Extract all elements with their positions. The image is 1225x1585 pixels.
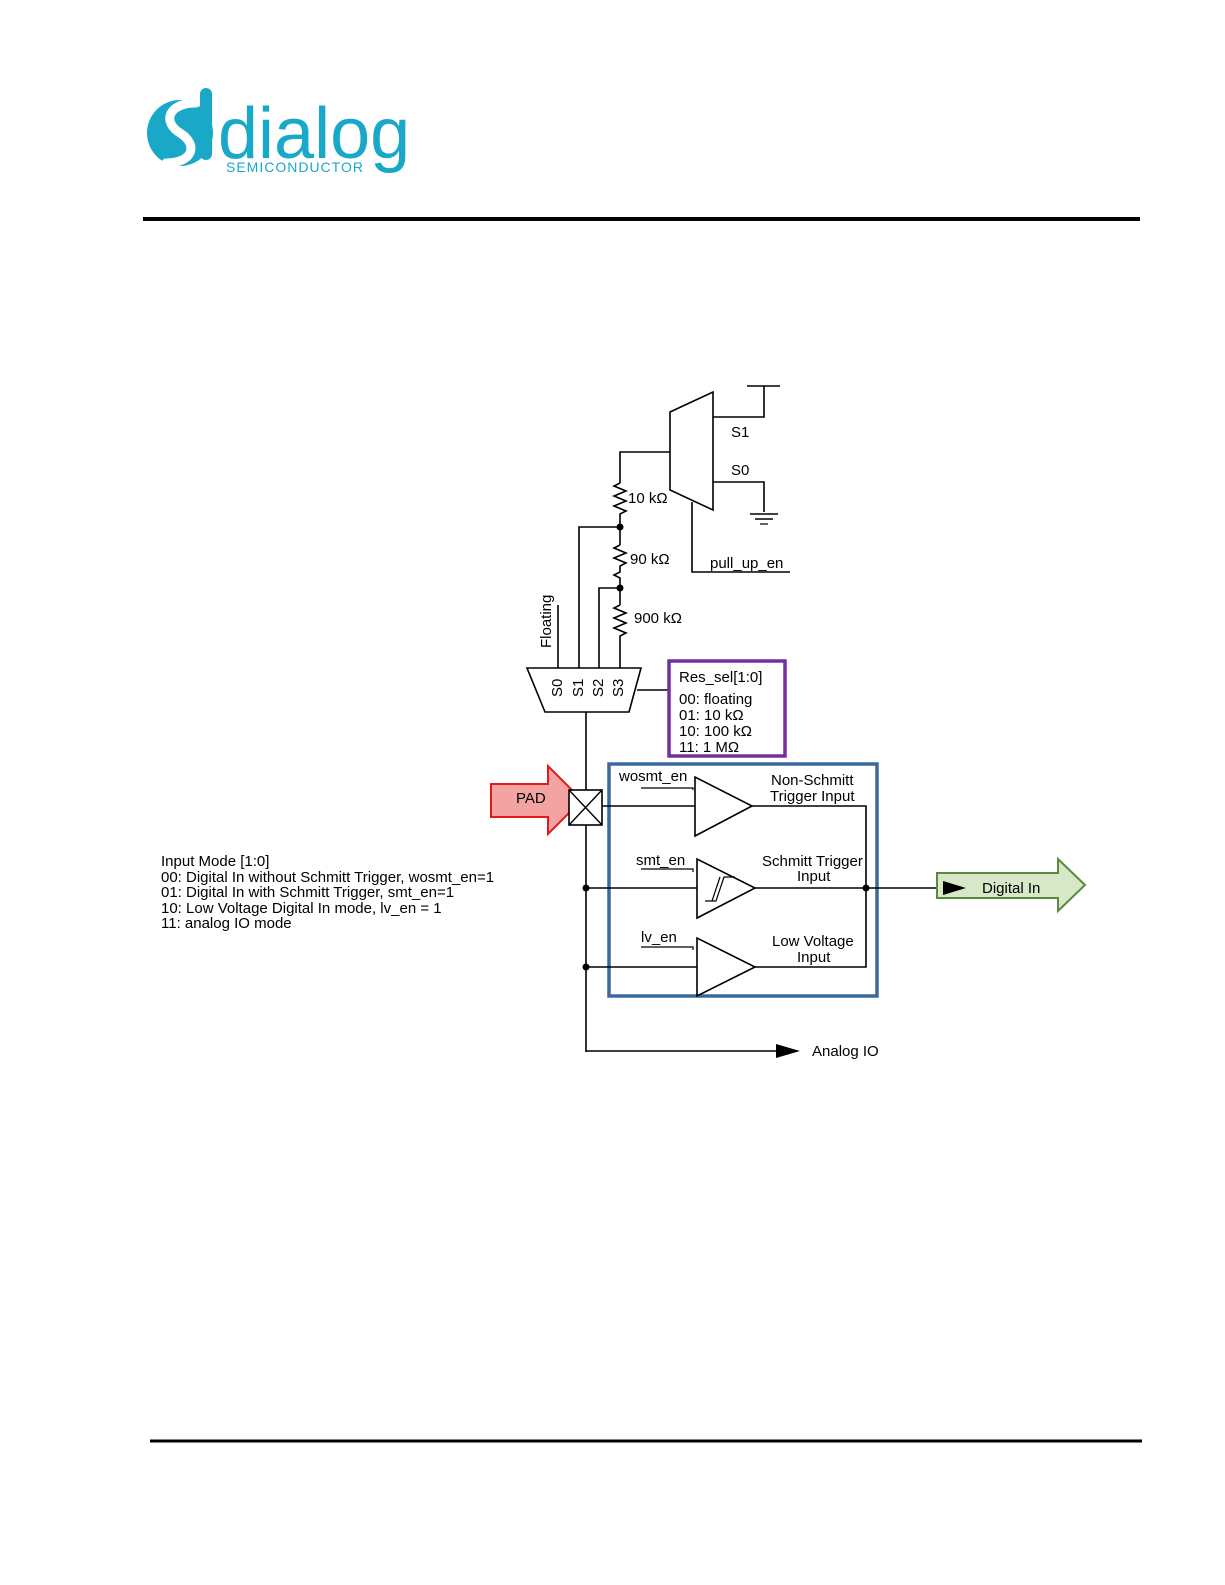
- res-sel-title: Res_sel[1:0]: [679, 669, 762, 686]
- buffer-enable-label: lv_en: [641, 929, 677, 946]
- buffer-name-line: Non-Schmitt: [771, 772, 854, 789]
- buffer-enable-label: wosmt_en: [618, 768, 687, 785]
- vdd-wire: [713, 386, 765, 418]
- res-mux-floating-label: Floating: [538, 595, 555, 648]
- analog-io-label: Analog IO: [812, 1043, 879, 1060]
- pad-arrow-shape: [490, 763, 584, 837]
- resistor-ladder: 10 kΩ 90 kΩ 900 kΩ Floating: [538, 451, 682, 668]
- pull-up-enable-label: pull_up_en: [710, 555, 783, 572]
- buffer-name-line: Input: [797, 868, 831, 885]
- non-schmitt-buffer-icon: [694, 775, 754, 838]
- res-sel-line: 11: 1 MΩ: [679, 739, 739, 756]
- resistor-900k-icon: [611, 604, 629, 668]
- res-mux-input-s0: S0: [549, 679, 566, 697]
- pad-label: PAD: [516, 790, 546, 807]
- input-mode-line: 10: Low Voltage Digital In mode, lv_en =…: [161, 900, 442, 917]
- buffer-name-line: Input: [797, 949, 831, 966]
- input-buffer-block: wosmt_en Non-Schmitt Trigger Input smt_e…: [582, 762, 879, 998]
- buffer-enable-label: smt_en: [636, 852, 685, 869]
- res-sel-line: 00: floating: [679, 691, 752, 708]
- res-sel-line: 01: 10 kΩ: [679, 707, 744, 724]
- buffer-name-line: Low Voltage: [772, 933, 854, 950]
- resistor-90k-icon: [611, 544, 629, 588]
- pull-up-mux-body: [669, 390, 714, 512]
- resistor-900k-label: 900 kΩ: [634, 610, 682, 627]
- digital-in-label: Digital In: [982, 880, 1040, 897]
- resistor-mux-body: [525, 667, 643, 713]
- logo-tagline-text: SEMICONDUCTOR: [226, 159, 364, 175]
- input-mode-legend: Input Mode [1:0] 00: Digital In without …: [161, 853, 494, 932]
- dialog-logo: dialog SEMICONDUCTOR: [147, 88, 410, 175]
- pull-up-enable-wire: [691, 502, 790, 573]
- input-mode-title: Input Mode [1:0]: [161, 853, 269, 870]
- pull-up-mux-s1-label: S1: [731, 424, 749, 441]
- logo-mark-stem: [200, 88, 212, 160]
- hysteresis-icon: [705, 876, 735, 902]
- res-sel-border: [667, 659, 787, 758]
- logo-brand-text: dialog: [218, 94, 410, 174]
- input-mode-line: 11: analog IO mode: [161, 915, 292, 932]
- res-sel-line: 10: 100 kΩ: [679, 723, 752, 740]
- low-voltage-buffer-icon: [696, 936, 757, 998]
- analog-io-arrowhead-icon: [776, 1044, 800, 1058]
- res-mux-input-s2: S2: [590, 679, 607, 697]
- resistor-90k-label: 90 kΩ: [630, 551, 670, 568]
- input-mode-line: 00: Digital In without Schmitt Trigger, …: [161, 869, 494, 886]
- schmitt-buffer-icon: [696, 857, 757, 920]
- ground-icon: [750, 513, 778, 525]
- gnd-wire: [713, 481, 765, 512]
- arrowhead-icon: [943, 881, 966, 895]
- res-mux-input-s1: S1: [570, 679, 587, 697]
- pad-arrow: PAD: [490, 763, 584, 837]
- resistor-10k-icon: [611, 482, 629, 527]
- pull-up-mux-s0-label: S0: [731, 462, 749, 479]
- digital-in-arrow-shape: [936, 856, 1087, 914]
- input-block-border: [607, 762, 879, 998]
- resistor-mux: S0 S1 S2 S3: [525, 667, 670, 713]
- pull-up-mux: S1 S0 pull_up_en: [669, 385, 790, 573]
- logo-mark-s-curve: [161, 98, 201, 168]
- input-mode-line: 01: Digital In with Schmitt Trigger, smt…: [161, 884, 454, 901]
- digital-in-arrow: Digital In: [936, 856, 1087, 914]
- res-mux-input-s3: S3: [610, 679, 627, 697]
- resistor-10k-label: 10 kΩ: [628, 490, 668, 507]
- res-sel-box: Res_sel[1:0] 00: floating 01: 10 kΩ 10: …: [667, 659, 787, 758]
- buffer-name-line: Trigger Input: [770, 788, 855, 805]
- pad-cell-icon: [568, 789, 603, 826]
- buffer-name-line: Schmitt Trigger: [762, 853, 863, 870]
